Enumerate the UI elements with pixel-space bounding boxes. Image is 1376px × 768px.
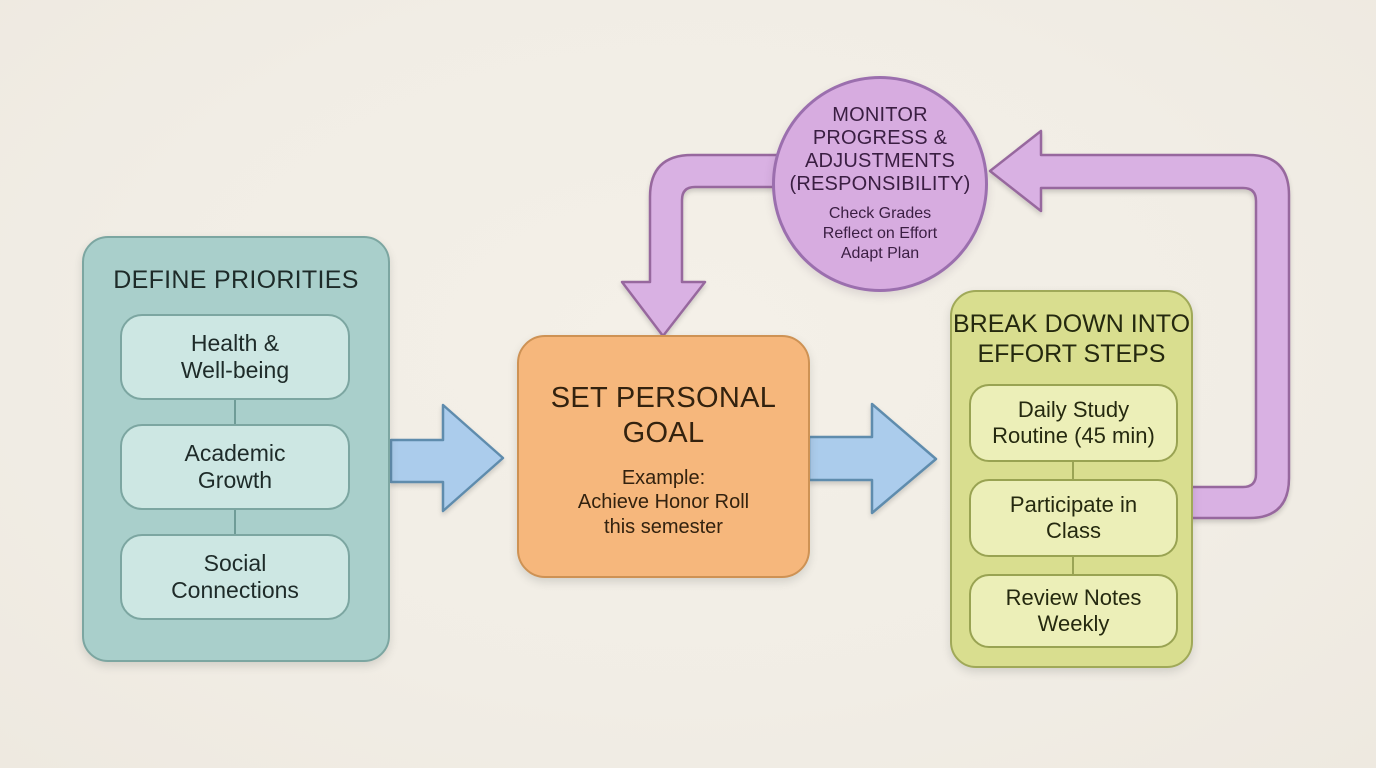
priority-item-social: Social Connections [120, 534, 350, 620]
connector-line [234, 400, 236, 424]
step-item-participate: Participate in Class [969, 479, 1178, 557]
effort-steps-title: BREAK DOWN INTO EFFORT STEPS [952, 310, 1191, 368]
set-goal-title: SET PERSONAL GOAL [550, 382, 777, 449]
step-item-daily-study: Daily Study Routine (45 min) [969, 384, 1178, 462]
set-goal-example: Example: Achieve Honor Roll this semeste… [577, 467, 750, 538]
arrow-right-icon-1 [389, 403, 505, 513]
connector-line [234, 510, 236, 534]
set-goal-box: SET PERSONAL GOAL Example: Achieve Honor… [517, 335, 810, 578]
feedback-arrow-loop-icon [988, 129, 1291, 520]
priority-item-academic: Academic Growth [120, 424, 350, 510]
define-priorities-box: DEFINE PRIORITIES Health & Well-being Ac… [82, 236, 390, 662]
monitor-progress-circle: MONITOR PROGRESS & ADJUSTMENTS (RESPONSI… [772, 76, 988, 292]
step-item-review-notes: Review Notes Weekly [969, 574, 1178, 648]
effort-steps-box: BREAK DOWN INTO EFFORT STEPS Daily Study… [950, 290, 1193, 668]
connector-line [1072, 557, 1074, 574]
monitor-details: Check Grades Reflect on Effort Adapt Pla… [822, 204, 938, 262]
connector-line [1072, 462, 1074, 479]
monitor-title: MONITOR PROGRESS & ADJUSTMENTS (RESPONSI… [789, 103, 971, 196]
arrow-right-icon-2 [807, 402, 938, 515]
define-priorities-title: DEFINE PRIORITIES [113, 266, 359, 294]
priority-item-health: Health & Well-being [120, 314, 350, 400]
